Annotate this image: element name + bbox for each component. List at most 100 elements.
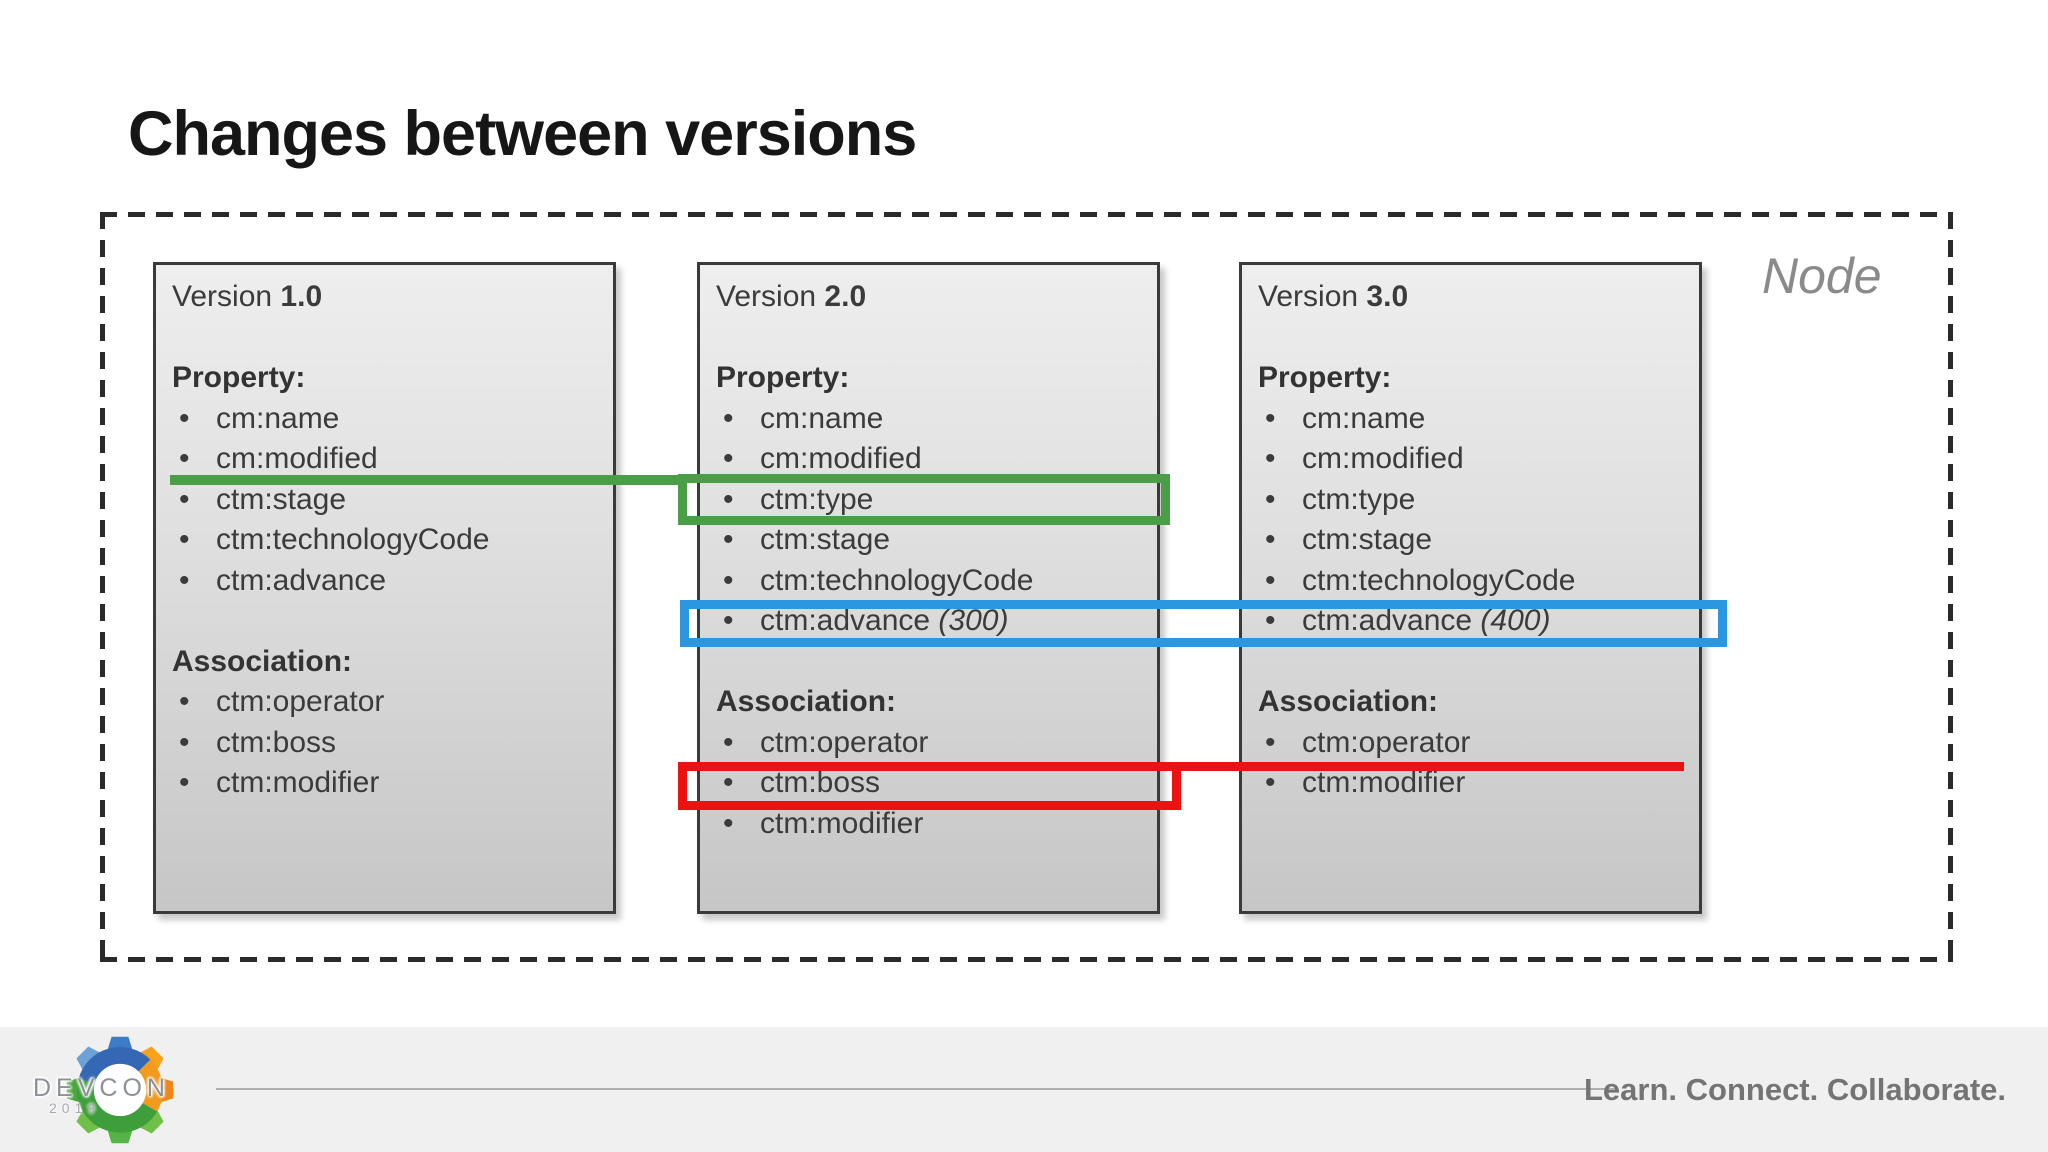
association-header: Association: xyxy=(1258,685,1439,718)
spacer xyxy=(172,601,603,642)
list-item: • cm:name xyxy=(172,399,603,440)
association-list: • ctm:operator• ctm:modifier xyxy=(1258,723,1689,804)
list-item-label: ctm:operator xyxy=(1302,725,1471,759)
bullet-icon: • xyxy=(179,685,190,718)
list-item: • cm:name xyxy=(716,399,1147,440)
list-item-label: ctm:operator xyxy=(760,725,929,759)
bullet-icon: • xyxy=(723,725,734,759)
property-header: Property: xyxy=(1258,361,1392,394)
bullet-icon: • xyxy=(723,766,734,799)
bullet-icon: • xyxy=(1265,725,1276,759)
bullet-icon: • xyxy=(179,523,190,556)
list-item: • ctm:modifier xyxy=(172,763,603,804)
list-item-label: ctm:operator xyxy=(216,685,385,718)
node-boundary-left-edge xyxy=(100,212,105,962)
bullet-icon: • xyxy=(1265,442,1276,475)
bullet-icon: • xyxy=(723,442,734,475)
bullet-icon: • xyxy=(179,442,190,475)
red-connector-line xyxy=(1178,762,1684,771)
node-boundary-right-edge xyxy=(1948,212,1953,962)
list-item-label: ctm:advance (300) xyxy=(760,604,1009,637)
bullet-icon: • xyxy=(1265,523,1276,556)
red-highlight-rect-ctm-boss xyxy=(678,762,1181,810)
spacer xyxy=(172,318,603,359)
list-item-label: ctm:modifier xyxy=(216,766,380,799)
list-item-label: ctm:type xyxy=(1302,482,1416,516)
gear-teeth xyxy=(66,1036,174,1144)
bullet-icon: • xyxy=(723,806,734,840)
association-header: Association: xyxy=(172,644,353,678)
list-item: • cm:name xyxy=(1258,399,1689,440)
list-item-label: cm:name xyxy=(216,401,340,435)
list-item-label: ctm:stage xyxy=(216,482,347,516)
spacer xyxy=(1258,318,1689,359)
bullet-icon: • xyxy=(1265,563,1276,597)
gear-ring xyxy=(77,1047,163,1133)
bullet-icon: • xyxy=(1265,482,1276,516)
version-number: 2.0 xyxy=(824,280,867,313)
bullet-icon: • xyxy=(179,725,190,759)
bullet-icon: • xyxy=(179,766,190,799)
list-item-label: cm:modified xyxy=(216,442,378,475)
devcon-logo-text: DEVCON xyxy=(33,1074,170,1102)
list-item: •cm:modified xyxy=(716,439,1147,480)
bullet-icon: • xyxy=(1265,401,1276,435)
version-box-3: Version 3.0 Property: • cm:name • cm:modifi… xyxy=(1239,262,1702,914)
list-item: • ctm:modifier xyxy=(716,804,1147,845)
version-prefix: Version xyxy=(1258,280,1359,313)
list-item-label: ctm:advance (400) xyxy=(1302,604,1551,637)
version-box-2: Version 2.0 Property: • cm:name •cm:modifi… xyxy=(697,262,1160,914)
list-item: • ctm:stage xyxy=(1258,520,1689,561)
property-list: •cm:name•cm:modified•ctm:type•ctm:stage•… xyxy=(1258,399,1689,642)
list-item-label: cm:modified xyxy=(1302,442,1464,475)
spacer xyxy=(716,318,1147,359)
list-item: • cm:modified xyxy=(1258,439,1689,480)
bullet-icon: • xyxy=(723,401,734,435)
list-item-label: ctm:technologyCode xyxy=(1302,563,1576,597)
association-list: •ctm:operator•ctm:boss•ctm:modifier xyxy=(172,682,603,804)
node-boundary-top-edge xyxy=(100,212,1953,217)
list-item-label: ctm:stage xyxy=(760,523,891,556)
list-item: • ctm:operator xyxy=(716,723,1147,764)
version-number: 3.0 xyxy=(1366,280,1409,313)
green-connector-line xyxy=(170,475,684,485)
list-item: • ctm:stage xyxy=(716,520,1147,561)
list-item-label: ctm:modifier xyxy=(1302,766,1466,799)
association-header: Association: xyxy=(716,685,897,718)
version-heading: Version 2.0 xyxy=(716,277,1147,318)
list-item-label: cm:name xyxy=(760,401,884,435)
list-item-label: ctm:technologyCode xyxy=(760,563,1034,597)
list-item: • ctm:advance (400) xyxy=(1258,601,1689,642)
devcon-gear-logo-icon xyxy=(66,1036,174,1144)
bullet-icon: • xyxy=(723,523,734,556)
property-header: Property: xyxy=(716,361,850,394)
gear-center xyxy=(93,1063,147,1117)
list-item: •ctm:type xyxy=(716,480,1147,521)
list-item-label: ctm:advance xyxy=(216,563,387,597)
list-item-label: ctm:technologyCode xyxy=(216,523,490,556)
list-item: •ctm:boss xyxy=(716,763,1147,804)
footer-divider-line xyxy=(216,1088,1618,1090)
node-label: Node xyxy=(1762,248,1882,304)
list-item: • ctm:technologyCode xyxy=(172,520,603,561)
bullet-icon: • xyxy=(179,482,190,516)
list-item: • ctm:operator xyxy=(1258,723,1689,764)
list-item-label: ctm:modifier xyxy=(760,806,924,840)
list-item-label: ctm:stage xyxy=(1302,523,1433,556)
page-title: Changes between versions xyxy=(128,99,917,169)
list-item: • ctm:advance xyxy=(172,561,603,602)
list-item: •ctm:technologyCode xyxy=(716,561,1147,602)
list-item: • ctm:type xyxy=(1258,480,1689,521)
bullet-icon: • xyxy=(179,563,190,597)
bullet-icon: • xyxy=(723,482,734,516)
version-box-1: Version 1.0 Property: •cm:name•cm:modifi… xyxy=(153,262,616,914)
property-header: Property: xyxy=(172,361,306,394)
bullet-icon: • xyxy=(179,401,190,435)
property-list: • cm:name • cm:modified • ctm:stage • ctm:techn… xyxy=(172,399,603,602)
spacer xyxy=(1258,642,1689,683)
bullet-icon: • xyxy=(1265,604,1276,637)
list-item-label: cm:name xyxy=(1302,401,1426,435)
version-heading: Version 3.0 xyxy=(1258,277,1689,318)
property-list: •cm:name•cm:modified•ctm:type•ctm:stage•… xyxy=(716,399,1147,642)
